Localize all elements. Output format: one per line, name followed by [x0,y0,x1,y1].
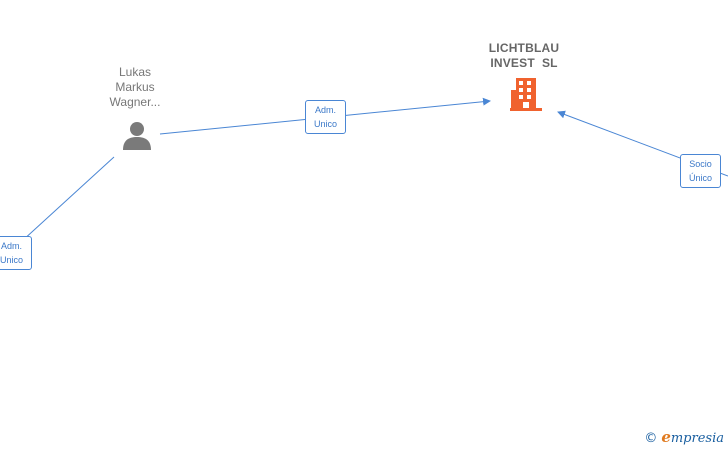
brand-initial: e [661,428,671,446]
edge-label-line-1: Socio [689,159,712,169]
edge-label-line-2: Único [688,173,712,183]
edge-label-adm-unico-left[interactable]: Adm. Unico [0,236,32,270]
company-name-line-1: LICHTBLAU [488,41,560,55]
person-name-line-1: Lukas [118,65,152,79]
company-name-line-2: INVEST SL [490,56,558,70]
person-name-line-3: Wagner... [109,95,161,109]
edge-label-adm-unico-top[interactable]: Adm. Unico [305,100,346,134]
building-icon[interactable] [510,78,542,111]
company-name-label[interactable]: LICHTBLAU INVEST SL [464,41,584,71]
edge-label-line-2: Unico [313,119,337,129]
brand-watermark: ©empresia [644,428,724,446]
edge-label-line-1: Adm. [0,241,22,251]
person-name-label[interactable]: Lukas Markus Wagner... [75,65,195,110]
copyright-icon: © [644,431,658,446]
person-icon[interactable] [123,122,151,150]
brand-name: mpresia [670,431,724,446]
edge-label-line-1: Adm. [314,105,336,115]
person-name-line-2: Markus [115,80,155,94]
edge-label-line-2: Unico [0,255,23,265]
edge-label-socio-unico[interactable]: Socio Único [680,154,721,188]
